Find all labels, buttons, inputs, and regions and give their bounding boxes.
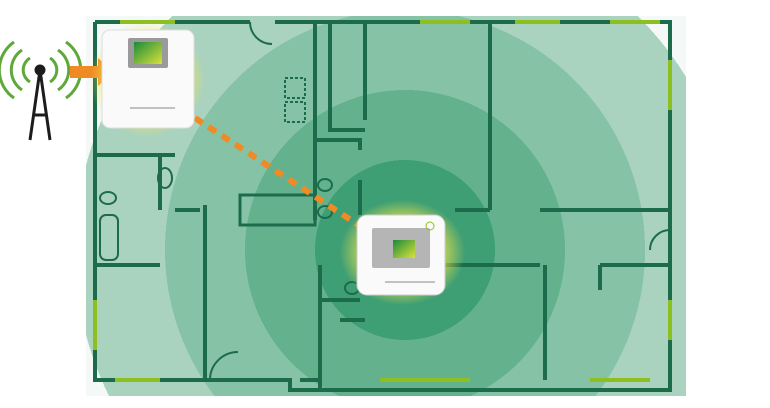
floor-plan-fixtures [99,21,671,381]
cell-tower-icon [0,40,83,141]
antenna-repeater [340,200,465,305]
signal-link-line [193,115,362,229]
antenna-primary [90,22,205,137]
